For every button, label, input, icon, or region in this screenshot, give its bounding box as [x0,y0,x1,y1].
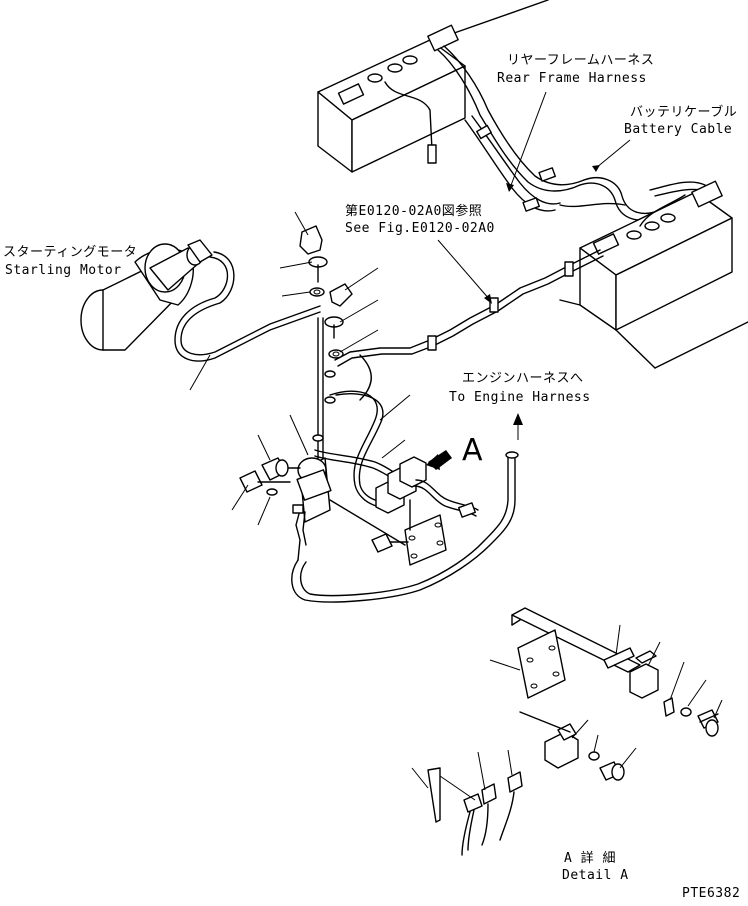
detail-a-label-jp: A 詳 細 [564,851,616,866]
fasteners-column [299,225,353,442]
starting-motor-label-jp: スターティングモータ [3,245,138,260]
battery-cable-label-jp: バッテリケーブル [630,105,738,120]
detail-a [411,607,723,856]
connector-group [371,456,479,566]
rear-frame-harness-label-jp: リヤーフレームハーネス [507,53,655,68]
lower-battery [559,180,748,369]
detail-a-label-en: Detail A [562,868,629,883]
rear-frame-harness-label-en: Rear Frame Harness [497,71,647,86]
view-a-marker: A [462,433,484,468]
see-fig-harness [334,249,604,401]
pointer-arrows [426,91,631,470]
starting-motor-label-en: Starling Motor [5,263,122,278]
see-fig-label-en: See Fig.E0120-02A0 [345,221,495,236]
upper-battery [317,0,549,173]
see-fig-label-jp: 第E0120-02A0図参照 [345,204,483,219]
figure-code: PTE6382 [682,886,741,901]
starting-motor [80,239,321,362]
rear-frame-harness [437,45,665,221]
engine-harness-label-en: To Engine Harness [449,390,591,405]
center-bracket [239,457,332,561]
engine-harness [291,451,519,603]
battery-cable-label-en: Battery Cable [624,122,733,137]
engine-harness-label-jp: エンジンハーネスへ [462,371,584,386]
leader-lines [189,211,411,526]
